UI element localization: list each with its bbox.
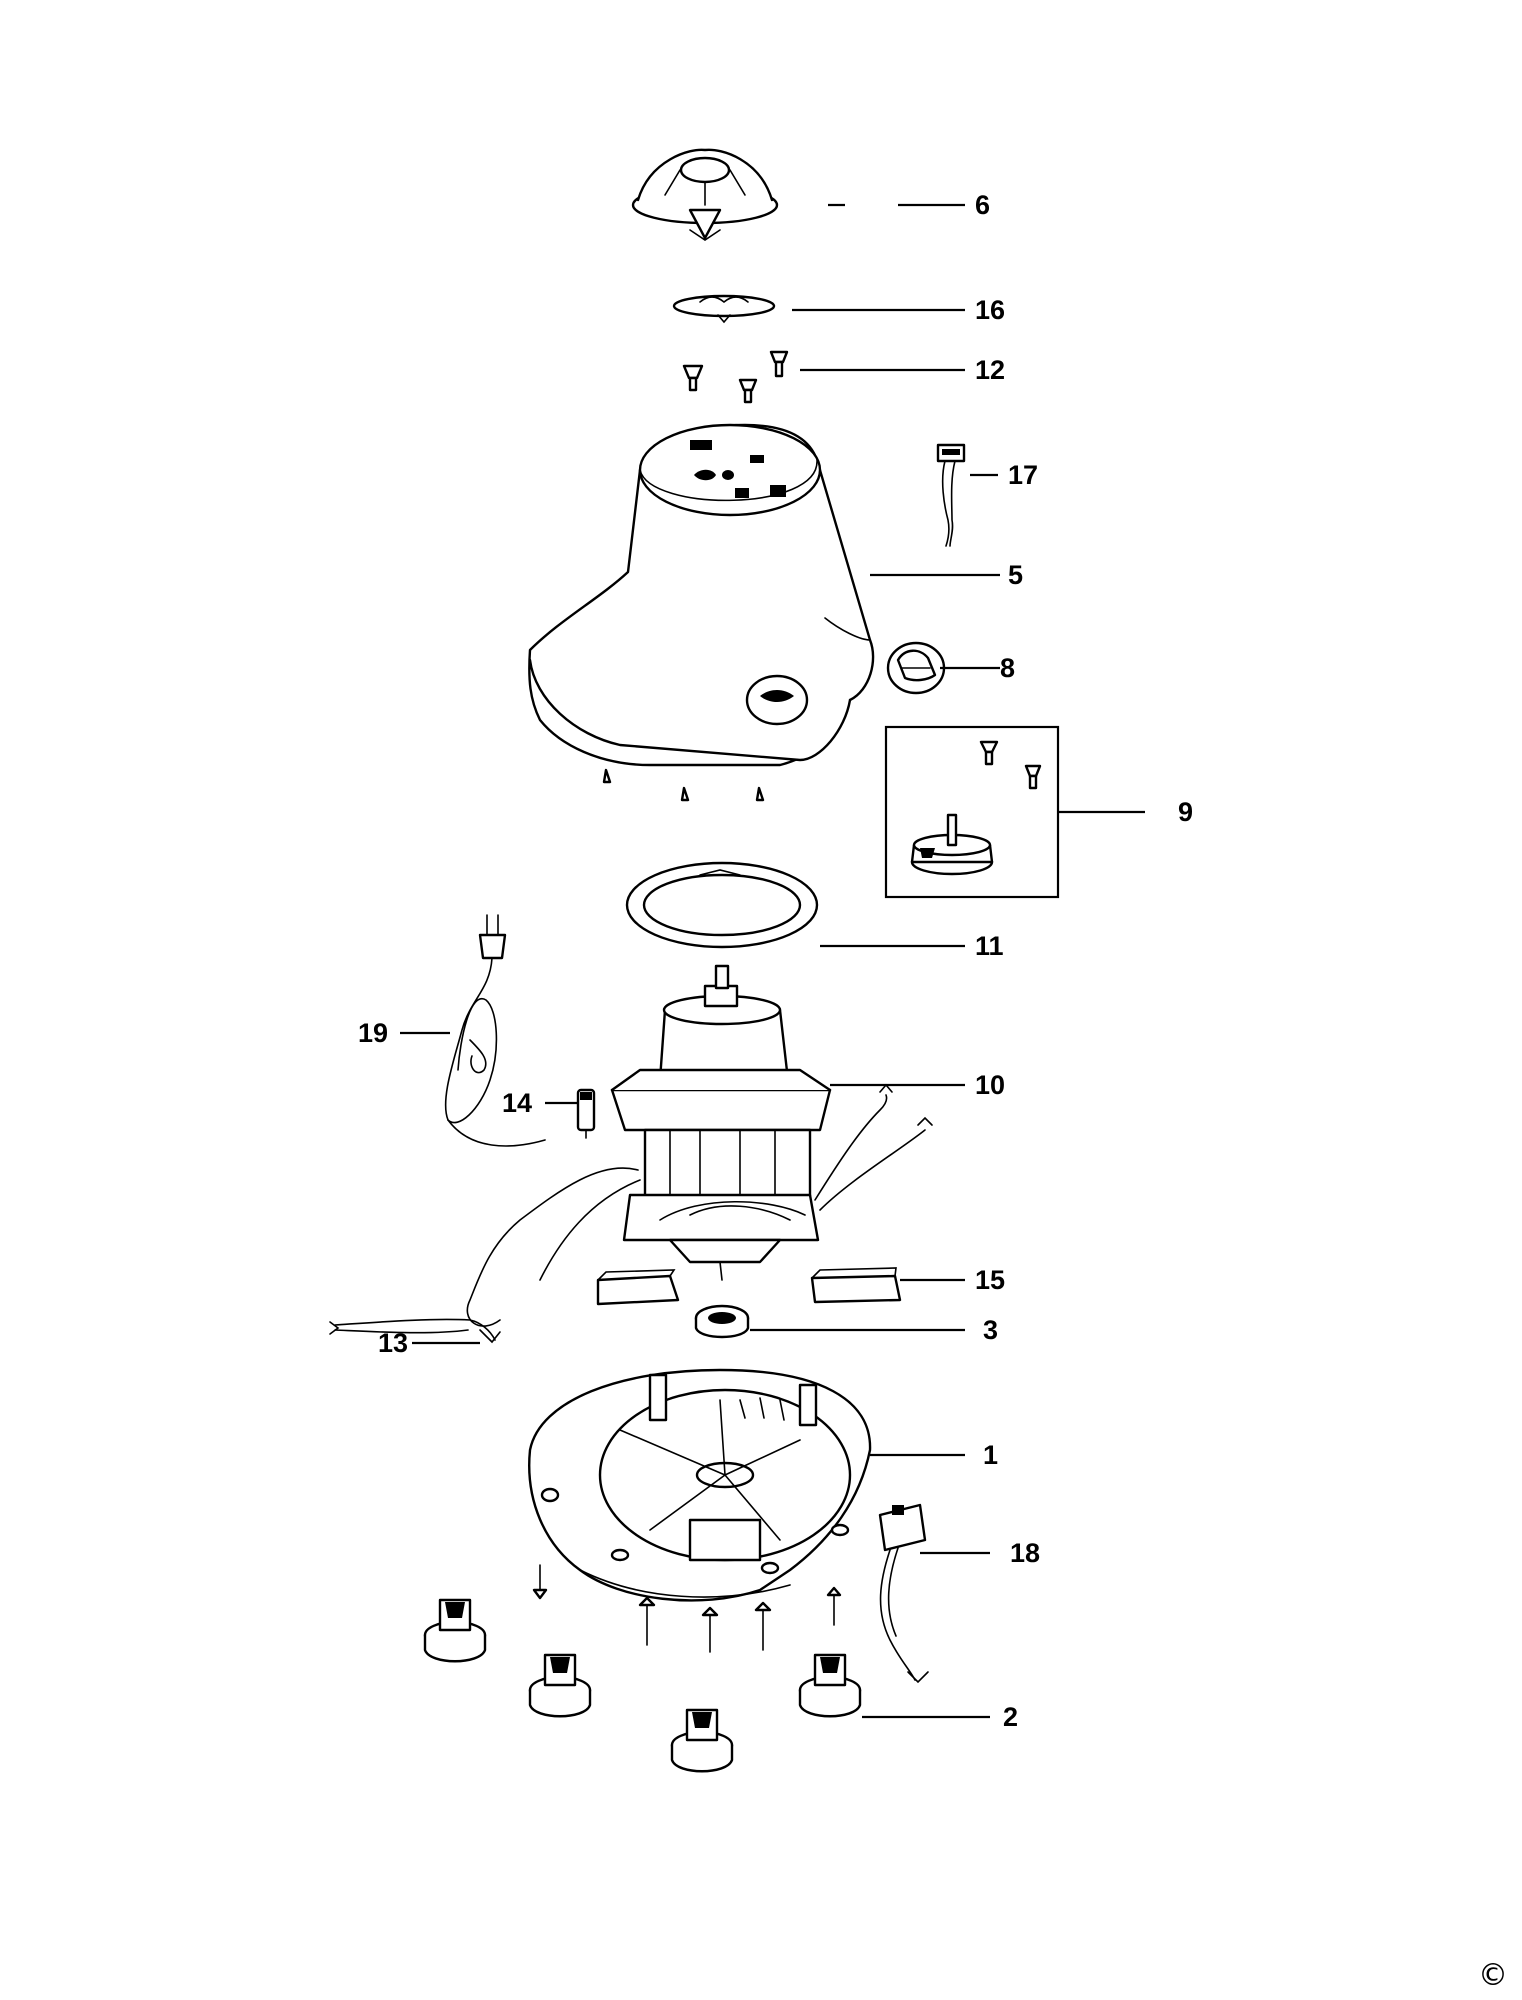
foot-1	[423, 1598, 487, 1663]
foot-2	[528, 1653, 592, 1718]
callout-9: 9	[1178, 797, 1193, 827]
part-12-screws	[682, 350, 789, 404]
callout-17: 17	[1008, 460, 1038, 490]
callout-3: 3	[983, 1315, 998, 1345]
part-17-switch-lead	[936, 443, 966, 547]
foot-4	[798, 1653, 862, 1718]
part-3-bushing	[694, 1304, 750, 1339]
foot-3	[670, 1708, 734, 1773]
callout-13: 13	[378, 1328, 408, 1358]
callout-labels: 6 16 12 17 5 8 9 11 19 10 14 15 13 3 1 1…	[358, 190, 1193, 1732]
callout-8: 8	[1000, 653, 1015, 683]
callout-10: 10	[975, 1070, 1005, 1100]
callout-1: 1	[983, 1440, 998, 1470]
callout-6: 6	[975, 190, 990, 220]
leader-lines	[400, 203, 1145, 1719]
copyright-symbol: ©	[1478, 1958, 1508, 1993]
part-1-base	[528, 1368, 872, 1602]
part-11-ring	[625, 861, 819, 949]
part-6-top-cap	[631, 148, 779, 241]
callout-5: 5	[1008, 560, 1023, 590]
part-10-motor	[466, 964, 933, 1327]
callout-16: 16	[975, 295, 1005, 325]
part-8-knob	[886, 641, 946, 695]
part-2-feet	[423, 1598, 862, 1773]
part-16-gasket	[672, 294, 776, 324]
callout-11: 11	[975, 931, 1004, 961]
callout-2: 2	[1003, 1702, 1018, 1732]
part-15-magnets	[596, 1267, 902, 1306]
part-19-power-cord	[444, 914, 546, 1147]
callout-14: 14	[502, 1088, 532, 1118]
callout-15: 15	[975, 1265, 1005, 1295]
part-5-housing	[528, 423, 875, 802]
part-14-brush	[576, 1088, 596, 1139]
callout-12: 12	[975, 355, 1005, 385]
part-18-switch-lead	[878, 1503, 929, 1684]
callout-19: 19	[358, 1018, 388, 1048]
part-13-wire-lead	[329, 1318, 501, 1344]
base-screws	[532, 1564, 842, 1653]
part-9-switch-assembly	[884, 725, 1060, 899]
callout-18: 18	[1010, 1538, 1040, 1568]
